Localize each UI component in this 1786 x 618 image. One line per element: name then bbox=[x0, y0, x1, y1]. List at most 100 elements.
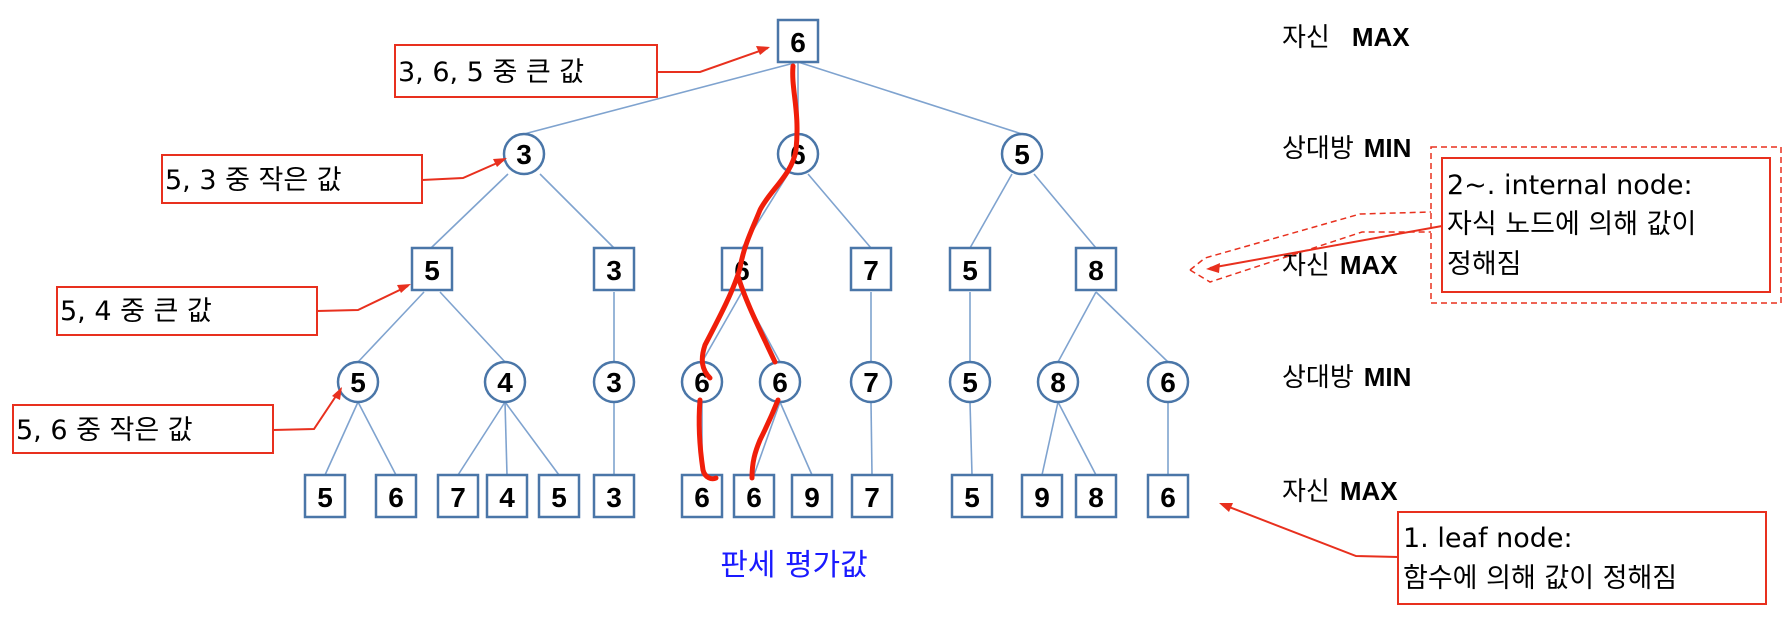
arrowhead bbox=[493, 158, 507, 167]
arrowhead bbox=[332, 387, 342, 400]
callout-text: 정해짐 bbox=[1447, 249, 1522, 280]
callout-text: 2~. internal node: bbox=[1447, 170, 1693, 201]
leaf-value: 5 bbox=[551, 482, 567, 513]
edge bbox=[969, 173, 1013, 249]
tree-level-1: 3 6 5 bbox=[502, 132, 1044, 176]
node-value: 3 bbox=[606, 367, 622, 398]
callout-leaf-node: 1. leaf node: 함수에 의해 값이 정해짐 bbox=[1219, 503, 1767, 605]
leaf-value: 9 bbox=[1034, 482, 1050, 513]
edge bbox=[523, 61, 799, 135]
tree-level-2-values: 5 3 6 7 5 8 bbox=[424, 255, 1104, 286]
edge bbox=[870, 401, 873, 476]
callout-text: 3, 6, 5 중 큰 값 bbox=[398, 57, 584, 88]
edge bbox=[779, 401, 813, 476]
edge bbox=[457, 401, 506, 476]
callout-level2: 5, 4 중 큰 값 bbox=[56, 284, 411, 336]
edge bbox=[430, 173, 509, 249]
leaf-value: 4 bbox=[499, 482, 515, 513]
arrowhead bbox=[397, 284, 411, 293]
path-stroke bbox=[696, 397, 719, 482]
edge bbox=[439, 291, 506, 363]
callout-root: 3, 6, 5 중 큰 값 bbox=[394, 44, 770, 98]
arrowhead bbox=[1219, 503, 1233, 512]
node-value: 8 bbox=[1050, 367, 1066, 398]
best-path-highlight bbox=[696, 63, 800, 482]
edge bbox=[1095, 291, 1169, 363]
node-value: 7 bbox=[863, 367, 879, 398]
edge bbox=[1057, 291, 1097, 363]
node-value: 5 bbox=[1014, 139, 1030, 170]
arrowhead bbox=[1206, 263, 1220, 273]
callout-arrow bbox=[1209, 225, 1443, 269]
callout-text: 5, 6 중 작은 값 bbox=[16, 415, 193, 446]
callout-text: 5, 4 중 큰 값 bbox=[60, 296, 212, 327]
evaluation-caption: 판세 평가값 bbox=[720, 548, 868, 583]
leaf-value: 3 bbox=[606, 482, 622, 513]
leaf-value: 7 bbox=[864, 482, 880, 513]
path-stroke bbox=[735, 273, 778, 365]
node-value: 8 bbox=[1088, 255, 1104, 286]
path-stroke bbox=[699, 63, 800, 381]
edge bbox=[1041, 401, 1059, 476]
leaf-value: 5 bbox=[317, 482, 333, 513]
leaf-value: 8 bbox=[1088, 482, 1104, 513]
leaf-value: 5 bbox=[964, 482, 980, 513]
leaf-value: 6 bbox=[1160, 482, 1176, 513]
edge bbox=[357, 401, 397, 476]
node-value: 3 bbox=[516, 139, 532, 170]
leaf-value: 6 bbox=[694, 482, 710, 513]
edge bbox=[357, 291, 425, 363]
edge bbox=[539, 173, 615, 249]
callout-arrow bbox=[316, 285, 409, 312]
callout-arrow bbox=[1223, 504, 1399, 558]
node-value: 5 bbox=[962, 367, 978, 398]
node-value: 3 bbox=[606, 255, 622, 286]
dashed-guide bbox=[1189, 231, 1431, 283]
path-stroke bbox=[749, 397, 781, 481]
callout-text: 1. leaf node: bbox=[1403, 523, 1573, 554]
callout-level1: 5, 3 중 작은 값 bbox=[161, 154, 507, 204]
edge bbox=[1057, 401, 1097, 476]
leaf-value: 6 bbox=[388, 482, 404, 513]
edge bbox=[969, 401, 973, 476]
edge bbox=[504, 401, 560, 476]
edge bbox=[797, 61, 1023, 135]
node-value: 6 bbox=[790, 27, 806, 58]
edge bbox=[753, 401, 781, 476]
node-value: 5 bbox=[350, 367, 366, 398]
tree-leaves bbox=[303, 473, 1190, 519]
arrowhead bbox=[756, 46, 770, 55]
leaf-value: 6 bbox=[746, 482, 762, 513]
edge bbox=[807, 173, 872, 249]
callout-arrow bbox=[657, 47, 769, 73]
callout-text: 자식 노드에 의해 값이 bbox=[1447, 209, 1696, 240]
tree-leaves-values: 5 6 7 4 5 3 6 6 9 7 5 9 8 6 bbox=[317, 482, 1176, 513]
leaf-value: 9 bbox=[804, 482, 820, 513]
leaf-value: 7 bbox=[450, 482, 466, 513]
tree-level-3 bbox=[336, 360, 1190, 404]
callout-level3: 5, 6 중 작은 값 bbox=[12, 387, 342, 454]
callout-text: 5, 3 중 작은 값 bbox=[165, 165, 342, 196]
node-value: 7 bbox=[863, 255, 879, 286]
dashed-guide bbox=[1189, 211, 1432, 271]
node-value: 6 bbox=[772, 367, 788, 398]
callout-arrow bbox=[421, 159, 505, 181]
tree-level-2 bbox=[410, 246, 1118, 292]
node-value: 4 bbox=[497, 367, 513, 398]
callout-arrow bbox=[272, 389, 341, 431]
tree-level-3-values: 5 4 3 6 6 7 5 8 6 bbox=[350, 367, 1176, 398]
callout-text: 함수에 의해 값이 정해짐 bbox=[1403, 563, 1677, 594]
node-value: 6 bbox=[1160, 367, 1176, 398]
edge bbox=[504, 401, 508, 476]
callout-internal-node: 2~. internal node: 자식 노드에 의해 값이 정해짐 bbox=[1189, 146, 1782, 304]
node-value: 5 bbox=[962, 255, 978, 286]
dashed-frame bbox=[1430, 146, 1782, 304]
node-value: 5 bbox=[424, 255, 440, 286]
